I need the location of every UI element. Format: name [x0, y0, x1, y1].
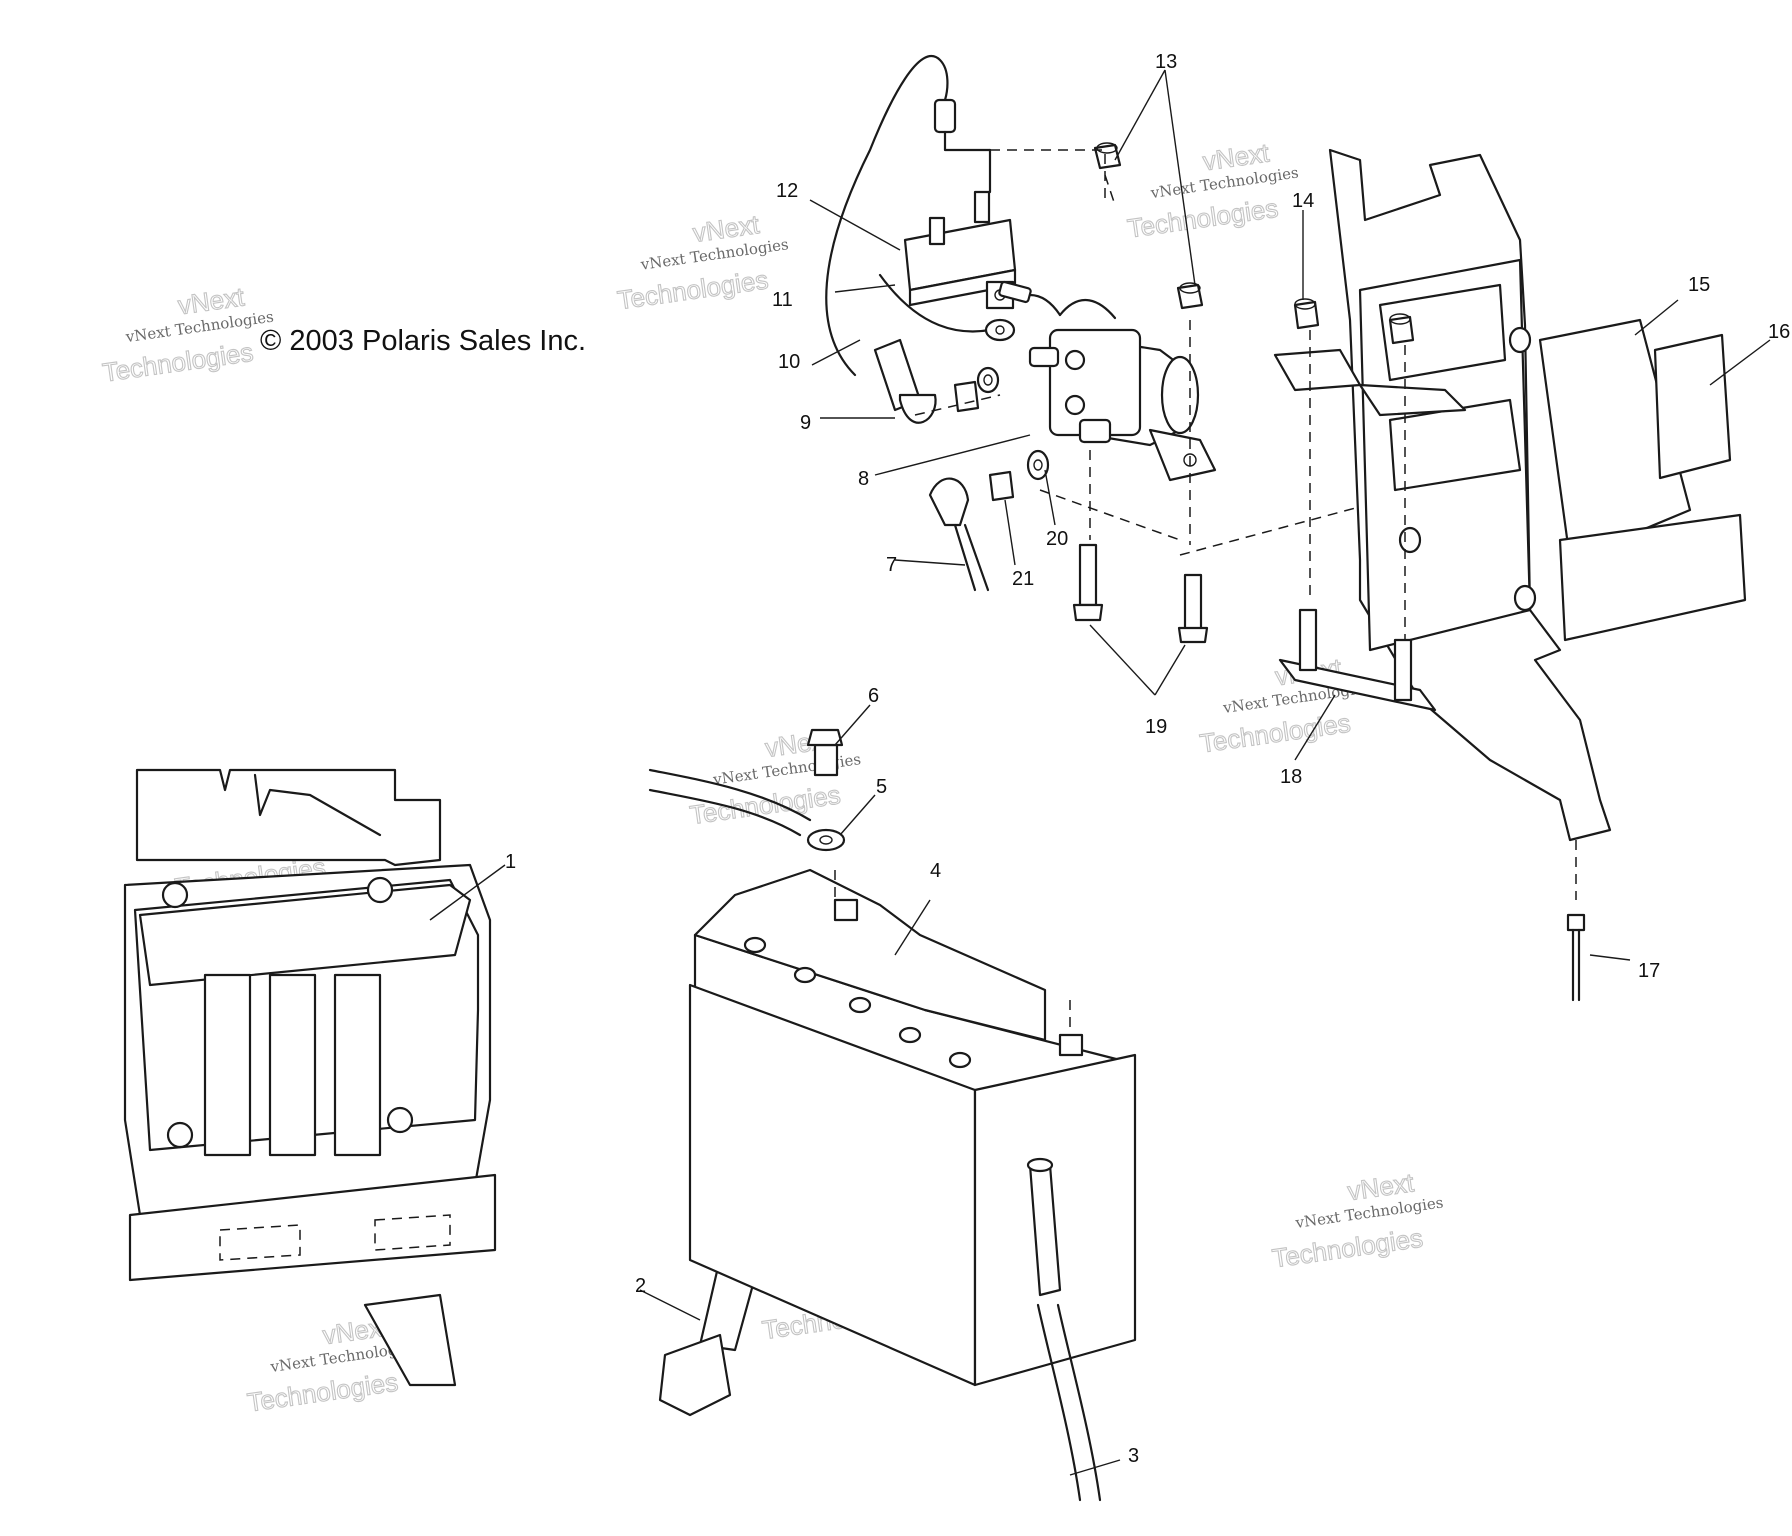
watermark: vNext vNext Technologies Technologies — [1270, 1167, 1445, 1274]
callout-15: 15 — [1688, 274, 1710, 296]
callout-17: 17 — [1638, 960, 1660, 982]
svg-text:Technologies: Technologies — [1126, 193, 1280, 244]
svg-text:Technologies: Technologies — [101, 337, 255, 388]
svg-text:Technologies: Technologies — [1198, 708, 1352, 759]
callout-14: 14 — [1292, 190, 1314, 212]
copyright-notice: © 2003 Polaris Sales Inc. — [260, 325, 586, 357]
callout-21: 21 — [1012, 568, 1034, 590]
callout-1: 1 — [505, 851, 516, 873]
callout-13: 13 — [1155, 51, 1177, 73]
callout-10: 10 — [778, 351, 800, 373]
svg-text:Technologies: Technologies — [616, 264, 770, 315]
callout-12: 12 — [776, 180, 798, 202]
callout-4: 4 — [930, 860, 941, 882]
solenoid-assembly — [825, 55, 1461, 644]
watermark: vNext vNext Technologies Technologies — [615, 209, 790, 316]
callout-20: 20 — [1046, 528, 1068, 550]
mounting-bracket — [1273, 148, 1747, 1002]
watermark: vNext vNext Technologies Technologies — [1125, 137, 1300, 244]
callout-11: 11 — [772, 289, 793, 311]
callout-5: 5 — [876, 776, 887, 798]
callout-7: 7 — [886, 554, 897, 576]
svg-text:Technologies: Technologies — [245, 1367, 399, 1418]
svg-text:Technologies: Technologies — [688, 779, 842, 830]
callout-8: 8 — [858, 468, 869, 490]
callout-6: 6 — [868, 685, 879, 707]
callout-9: 9 — [800, 412, 811, 434]
leader-lines — [429, 69, 1771, 1476]
callout-16: 16 — [1768, 321, 1790, 343]
battery-holder — [123, 768, 497, 1387]
callout-labels: 1 2 3 4 5 6 7 8 9 10 11 12 13 14 15 16 1… — [505, 51, 1790, 1467]
callout-2: 2 — [635, 1275, 646, 1297]
callout-3: 3 — [1128, 1445, 1139, 1467]
callout-18: 18 — [1280, 766, 1302, 788]
watermark: vNext vNext Technologies Technologies — [100, 281, 275, 388]
callout-19: 19 — [1145, 716, 1167, 738]
svg-text:Technologies: Technologies — [1270, 1223, 1424, 1274]
battery — [648, 728, 1137, 1502]
